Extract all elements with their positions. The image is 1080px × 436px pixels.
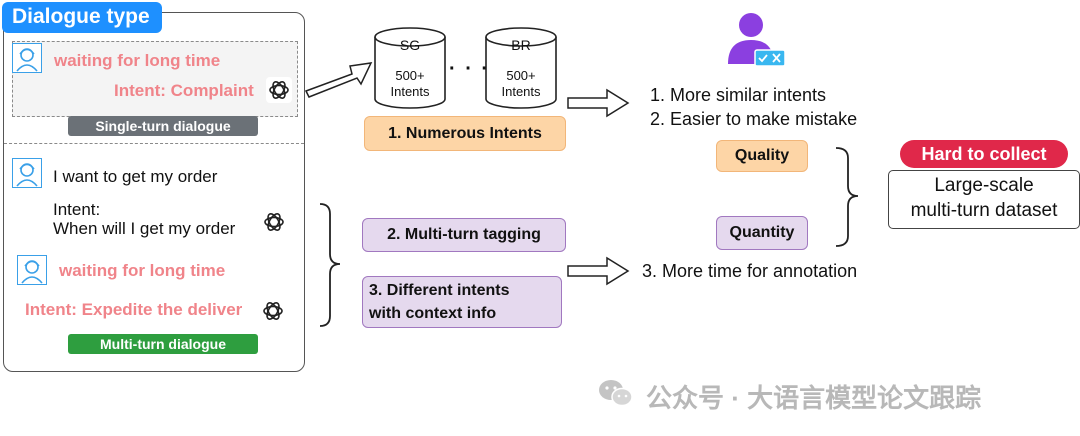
- right-brace: [835, 147, 859, 247]
- database-br-icon: [485, 27, 557, 109]
- single-turn-tag: Single-turn dialogue: [68, 116, 258, 136]
- single-intent: Intent: Complaint: [114, 81, 254, 100]
- chatgpt-icon: [266, 77, 292, 103]
- consequence-similar-intents: 1. More similar intents: [650, 85, 827, 105]
- database-sg-count: 500+: [395, 68, 425, 83]
- context-info-line-2: with context info: [369, 305, 497, 322]
- arrow-to-similar-intents: [567, 88, 630, 118]
- database-br-name: BR: [511, 37, 531, 53]
- single-utterance: waiting for long time: [54, 51, 221, 70]
- arrow-to-databases: [304, 62, 373, 98]
- database-br-unit: Intents: [501, 84, 541, 99]
- dataset-line-2: multi-turn dataset: [910, 200, 1058, 221]
- multi-utterance-2: waiting for long time: [59, 261, 226, 280]
- watermark-text: 公众号 · 大语言模型论文跟踪: [646, 383, 982, 413]
- context-info-box: 3. Different intents with context info: [362, 276, 562, 328]
- numerous-intents-box: 1. Numerous Intents: [364, 116, 566, 151]
- chatgpt-icon: [261, 209, 287, 235]
- arrow-to-annotation-time: [567, 256, 630, 286]
- multi-intent-1-value: When will I get my order: [53, 219, 236, 238]
- panel-divider: [4, 143, 304, 144]
- dialogue-type-title: Dialogue type: [2, 2, 162, 33]
- user-avatar-icon: [12, 158, 42, 188]
- quality-box: Quality: [716, 140, 808, 172]
- ellipsis: · · ·: [449, 58, 491, 80]
- dataset-box: Large-scale multi-turn dataset: [888, 170, 1080, 229]
- quantity-box: Quantity: [716, 216, 808, 250]
- multi-utterance-1: I want to get my order: [53, 167, 218, 186]
- multi-turn-tagging-box: 2. Multi-turn tagging: [362, 218, 566, 252]
- context-info-line-1: 3. Different intents: [369, 282, 510, 299]
- database-br-count: 500+: [506, 68, 536, 83]
- consequence-easier-mistake: 2. Easier to make mistake: [650, 109, 858, 129]
- database-sg-unit: Intents: [390, 84, 430, 99]
- database-sg-name: SG: [399, 37, 421, 53]
- wechat-icon: [599, 380, 633, 407]
- multi-intent-1-label: Intent:: [53, 200, 101, 219]
- multi-intent-2: Intent: Expedite the deliver: [25, 300, 243, 319]
- database-sg-icon: [374, 27, 446, 109]
- annotator-person-icon: [728, 13, 786, 66]
- hard-to-collect-badge: Hard to collect: [900, 140, 1068, 168]
- multi-turn-tag: Multi-turn dialogue: [68, 334, 258, 354]
- dataset-line-1: Large-scale: [934, 175, 1034, 196]
- user-avatar-icon: [12, 43, 42, 73]
- left-brace: [319, 203, 341, 327]
- consequence-annotation-time: 3. More time for annotation: [642, 261, 858, 281]
- user-avatar-icon: [17, 255, 47, 285]
- chatgpt-icon: [260, 298, 286, 324]
